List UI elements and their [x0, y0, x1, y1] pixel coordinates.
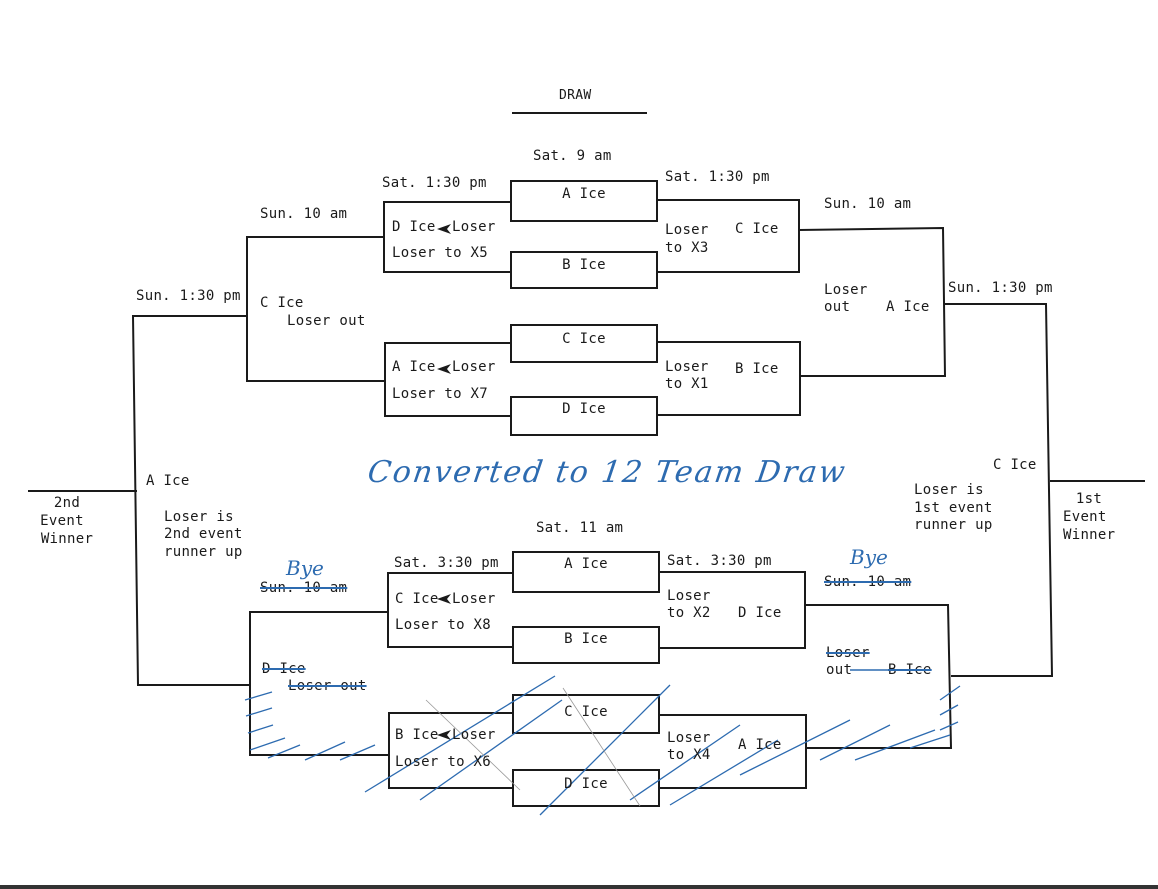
right-final-note-2: 1st event	[914, 500, 993, 516]
bottom-right-lower-bracket	[659, 714, 807, 789]
bottom-right-semi-note-1-struck: Loser	[826, 645, 870, 661]
top-right-lower-ice: B Ice	[735, 361, 779, 377]
bottom-box-b	[512, 626, 660, 664]
left-winner-line-1: 2nd	[53, 495, 81, 511]
right-final-time: Sun. 1:30 pm	[948, 280, 1053, 296]
bottom-right-upper-note-2: to X2	[667, 605, 711, 621]
top-left-upper-note: Loser to X5	[392, 245, 489, 261]
bottom-right-bye: Bye	[850, 545, 888, 569]
top-right-upper-note-2: to X3	[665, 240, 709, 256]
scan-edge	[0, 885, 1158, 889]
top-right-semi-bracket	[798, 226, 947, 377]
top-left-semi-note: Loser out	[287, 313, 366, 329]
top-left-lower-note: Loser to X7	[392, 386, 489, 402]
right-final-note-1: Loser is	[914, 482, 984, 498]
bottom-right-upper-bracket	[659, 571, 806, 649]
top-right-lower-note-1: Loser	[665, 359, 709, 375]
bottom-right-second-round-time: Sat. 3:30 pm	[667, 553, 772, 569]
bottom-right-semi-time-struck: Sun. 10 am	[824, 574, 912, 590]
bottom-first-round-time: Sat. 11 am	[536, 520, 624, 536]
bottom-box-c-label: C Ice	[564, 704, 608, 720]
page-title: DRAW	[559, 88, 592, 103]
bottom-left-bye: Bye	[286, 556, 324, 580]
top-left-second-round-time: Sat. 1:30 pm	[382, 175, 487, 191]
bottom-left-semi-bracket	[249, 611, 389, 756]
bottom-left-second-round-time: Sat. 3:30 pm	[394, 555, 499, 571]
top-first-round-time: Sat. 9 am	[533, 148, 612, 164]
bottom-box-d-label: D Ice	[564, 776, 608, 792]
bottom-right-semi-ice-struck: B Ice	[888, 662, 932, 678]
top-left-semi-bracket	[246, 236, 385, 382]
top-box-d-label: D Ice	[562, 401, 606, 417]
top-left-semi-ice: C Ice	[260, 295, 304, 311]
bottom-left-upper-arrow-label: Loser	[452, 591, 496, 607]
top-left-lower-ice: A Ice	[392, 359, 436, 375]
bottom-left-lower-ice: B Ice	[395, 727, 439, 743]
top-right-semi-note-2: out	[824, 299, 851, 315]
bottom-left-lower-bracket	[388, 712, 513, 789]
right-final-ice: C Ice	[993, 457, 1037, 473]
top-left-upper-ice: D Ice	[392, 219, 436, 235]
top-right-upper-bracket	[657, 199, 800, 273]
bottom-box-a-label: A Ice	[564, 556, 608, 572]
handwritten-annotation: Converted to 12 Team Draw	[365, 455, 850, 490]
pen-hatching	[244, 675, 961, 816]
bottom-left-upper-ice: C Ice	[395, 591, 439, 607]
top-left-semi-time: Sun. 10 am	[260, 206, 348, 222]
top-left-upper-arrow-label: Loser	[452, 219, 496, 235]
bottom-right-lower-note-1: Loser	[667, 730, 711, 746]
top-right-upper-ice: C Ice	[735, 221, 779, 237]
top-right-semi-ice: A Ice	[886, 299, 930, 315]
arrow-icon	[437, 224, 451, 234]
right-winner-line-3: Winner	[1063, 527, 1116, 543]
arrow-icon	[437, 594, 451, 604]
right-winner-line-2: Event	[1063, 509, 1107, 525]
bottom-right-upper-ice: D Ice	[738, 605, 782, 621]
left-final-bracket	[131, 315, 250, 686]
bottom-left-semi-time-struck: Sun. 10 am	[260, 580, 348, 596]
top-box-b	[510, 251, 658, 289]
top-right-lower-bracket	[657, 341, 801, 416]
bottom-left-semi-ice-struck: D Ice	[262, 661, 306, 677]
bottom-left-upper-note: Loser to X8	[395, 617, 492, 633]
top-left-lower-arrow-label: Loser	[452, 359, 496, 375]
right-final-note-3: runner up	[914, 517, 993, 533]
bottom-box-b-label: B Ice	[564, 631, 608, 647]
bottom-right-semi-note-2: out	[826, 662, 853, 678]
top-box-a-label: A Ice	[562, 186, 606, 202]
top-box-c-label: C Ice	[562, 331, 606, 347]
top-right-upper-note-1: Loser	[665, 222, 709, 238]
top-right-semi-time: Sun. 10 am	[824, 196, 912, 212]
left-winner-line-3: Winner	[40, 531, 94, 547]
bottom-left-semi-note-struck: Loser out	[288, 678, 367, 694]
arrow-icon	[437, 364, 451, 374]
bottom-left-lower-note: Loser to X6	[395, 754, 492, 770]
top-box-b-label: B Ice	[562, 257, 606, 273]
bottom-right-lower-ice: A Ice	[738, 737, 782, 753]
top-right-second-round-time: Sat. 1:30 pm	[665, 169, 770, 185]
top-right-lower-note-2: to X1	[665, 376, 709, 392]
bottom-left-lower-arrow-label: Loser	[452, 727, 496, 743]
bottom-right-semi-bracket	[805, 604, 953, 749]
left-final-time: Sun. 1:30 pm	[136, 288, 241, 304]
top-right-semi-note-1: Loser	[824, 282, 868, 298]
pencil-marks	[425, 687, 641, 807]
left-winner-line-2: Event	[40, 513, 84, 529]
left-final-note-3: runner up	[164, 544, 243, 560]
left-final-note-1: Loser is	[164, 509, 234, 525]
bottom-right-upper-note-1: Loser	[667, 588, 711, 604]
left-final-note-2: 2nd event	[164, 526, 243, 542]
bottom-left-upper-bracket	[387, 572, 513, 648]
top-left-lower-bracket	[384, 342, 511, 417]
arrow-icon	[437, 730, 451, 740]
left-final-ice: A Ice	[146, 473, 190, 489]
right-winner-line-1: 1st	[1075, 491, 1103, 507]
bottom-right-lower-note-2: to X4	[667, 747, 711, 763]
right-final-bracket	[945, 303, 1054, 677]
